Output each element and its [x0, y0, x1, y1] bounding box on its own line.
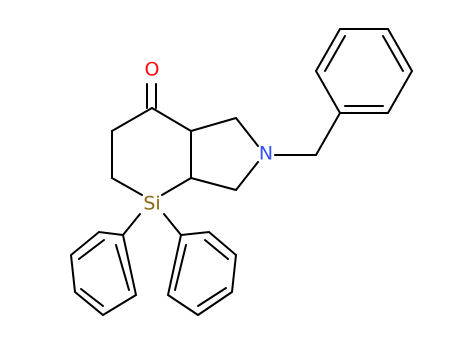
oxygen-atom-label: O [145, 59, 160, 81]
si-phenyl-bonds [122, 213, 182, 236]
silacycle-ring-bonds [111, 107, 192, 196]
benzyl-phenyl-ring [314, 28, 414, 114]
carbonyl-double-bond [146, 83, 157, 109]
pyrrolidine-ring-bonds [190, 117, 259, 191]
si-phenyl-left-ring [69, 230, 138, 317]
silicon-atom-label: Si [143, 193, 160, 215]
nitrogen-atom-label: N [259, 143, 273, 165]
benzyl-bonds [274, 112, 341, 156]
si-phenyl-right-ring [166, 230, 238, 317]
